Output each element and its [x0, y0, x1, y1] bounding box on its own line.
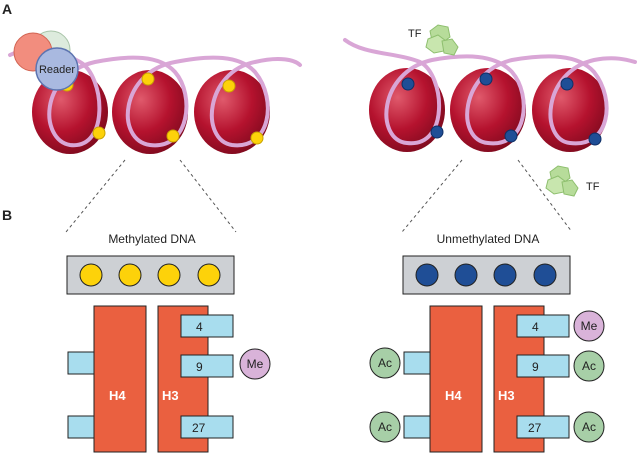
- h3-tail-k9: [180, 354, 234, 378]
- methyl-dot: [92, 126, 106, 140]
- h3-tail-k27-label: 27: [528, 421, 542, 435]
- transcription-factor-bottom: [545, 165, 579, 197]
- h3-tail-k4: [516, 314, 570, 338]
- acetyl-mark-label: Ac: [378, 356, 392, 370]
- tf-label-bottom: TF: [586, 181, 600, 193]
- methyl-dot: [166, 129, 180, 143]
- reader-protein: [35, 47, 79, 91]
- methylated-chromatin: Reader: [8, 30, 302, 154]
- acetyl-mark-k27: [573, 411, 605, 443]
- methyl-mark-k9-label: Me: [247, 357, 264, 371]
- methylated-dna-panel: Methylated DNA H4 H3 4 9 27 Me: [66, 232, 271, 453]
- h4-label: H4: [109, 388, 126, 403]
- unmethylated-dot: [430, 125, 444, 139]
- acetyl-mark-h4-lower: [369, 411, 401, 443]
- methyl-cpg: [118, 263, 142, 287]
- h4-histone: [93, 305, 147, 453]
- panel-a-label: A: [2, 1, 12, 17]
- h3-tail-k4-label: 4: [196, 320, 203, 334]
- transcription-factor-top: [425, 24, 459, 56]
- h3-tail-k9-label: 9: [532, 360, 539, 374]
- unmethylated-dot: [560, 77, 574, 91]
- h3-tail-k27: [516, 415, 570, 439]
- zoom-line: [179, 159, 237, 233]
- methyl-dot: [222, 79, 236, 93]
- h3-label: H3: [162, 388, 179, 403]
- zoom-line: [65, 159, 126, 233]
- h3-tail-k9-label: 9: [196, 360, 203, 374]
- methyl-dot: [250, 131, 264, 145]
- h3-label: H3: [498, 388, 515, 403]
- unmethylated-chromatin: TF TF: [343, 24, 637, 197]
- acetyl-mark-k9: [573, 350, 605, 382]
- h4-histone: [429, 305, 483, 453]
- h3-tail-k4-label: 4: [532, 320, 539, 334]
- h3-tail-k27: [180, 415, 234, 439]
- h4-label: H4: [445, 388, 462, 403]
- dna-strand-left: [8, 47, 302, 148]
- unmethylated-cpg: [454, 263, 478, 287]
- acetyl-mark-label: Ac: [582, 359, 596, 373]
- methyl-mark-k9: [239, 348, 271, 380]
- acetyl-mark-h4-upper: [369, 347, 401, 379]
- methyl-dot: [141, 72, 155, 86]
- acetyl-mark-label: Ac: [582, 420, 596, 434]
- methyl-mark-k4: [573, 310, 605, 342]
- unmethylated-dot: [479, 72, 493, 86]
- unmethylated-cpg: [533, 263, 557, 287]
- zoom-line: [517, 159, 573, 233]
- unmethylated-dna-title: Unmethylated DNA: [437, 232, 540, 246]
- reader-label: Reader: [39, 64, 75, 76]
- methyl-mark-k4-label: Me: [581, 319, 598, 333]
- methyl-cpg: [197, 263, 221, 287]
- unmethylated-cpg: [415, 263, 439, 287]
- acetyl-mark-label: Ac: [378, 420, 392, 434]
- h3-tail-k9: [516, 354, 570, 378]
- panel-b-label: B: [2, 207, 12, 223]
- unmethylated-dot: [401, 77, 415, 91]
- h3-tail-k4: [180, 314, 234, 338]
- methyl-cpg: [157, 263, 181, 287]
- h3-tail-k27-label: 27: [192, 421, 206, 435]
- unmethylated-dot: [588, 132, 602, 146]
- zoom-line: [401, 159, 463, 233]
- unmethylated-dot: [504, 129, 518, 143]
- unmethylated-cpg: [493, 263, 517, 287]
- methylated-dna-title: Methylated DNA: [108, 232, 195, 246]
- methyl-cpg: [79, 263, 103, 287]
- unmethylated-dna-panel: Unmethylated DNA H4 Ac Ac H3 4 9 27 Me A…: [369, 232, 605, 453]
- tf-label-top: TF: [408, 28, 422, 40]
